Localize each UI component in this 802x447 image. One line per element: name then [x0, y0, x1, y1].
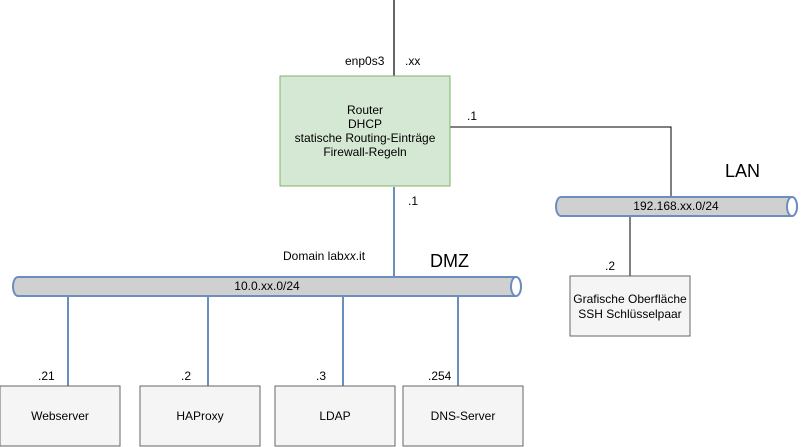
haproxy-box[interactable]: HAProxy: [139, 385, 261, 447]
ldap-addr-label: .3: [316, 369, 326, 383]
lan-host-line-1: Grafische Oberfläche: [573, 292, 687, 306]
lan-name-label: LAN: [725, 161, 760, 181]
uplink-addr-label: .xx: [405, 54, 420, 68]
router-line-2: DHCP: [348, 117, 382, 131]
router-box[interactable]: Router DHCP statische Routing-Einträge F…: [279, 75, 451, 187]
router-line-3: statische Routing-Einträge: [295, 131, 436, 145]
router-lan-addr-label: .1: [467, 109, 477, 123]
lan-host-box[interactable]: Grafische Oberfläche SSH Schlüsselpaar: [569, 275, 691, 337]
router-line-1: Router: [347, 103, 383, 117]
ldap-box[interactable]: LDAP: [274, 385, 396, 447]
lan-bus: 192.168.xx.0/24: [555, 196, 798, 217]
dmz-subnet-label: 10.0.xx.0/24: [234, 279, 300, 293]
webserver-label: Webserver: [31, 409, 89, 423]
dmz-name-label: DMZ: [430, 251, 469, 271]
router-dmz-addr-label: .1: [408, 194, 418, 208]
lan-host-addr-label: .2: [605, 259, 615, 273]
router-line-4: Firewall-Regeln: [323, 145, 406, 159]
dns-server-label: DNS-Server: [431, 409, 496, 423]
haproxy-label: HAProxy: [176, 409, 223, 423]
haproxy-addr-label: .2: [181, 369, 191, 383]
dns-server-box[interactable]: DNS-Server: [402, 385, 524, 447]
dns-addr-label: .254: [428, 369, 452, 383]
lan-host-line-2: SSH Schlüsselpaar: [578, 307, 681, 321]
webserver-box[interactable]: Webserver: [0, 385, 121, 447]
router-lan-link: [450, 126, 672, 196]
uplink-interface-label: enp0s3: [345, 54, 385, 68]
lan-subnet-label: 192.168.xx.0/24: [633, 199, 719, 213]
dmz-bus: 10.0.xx.0/24: [12, 276, 522, 297]
webserver-addr-label: .21: [38, 369, 55, 383]
dmz-domain-label: Domain labxx.it: [283, 249, 366, 263]
ldap-label: LDAP: [319, 409, 350, 423]
